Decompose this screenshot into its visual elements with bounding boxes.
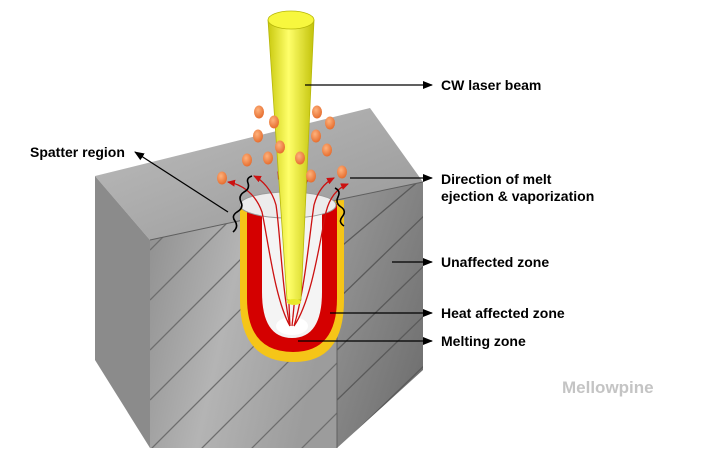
- leader-spatter-region: [134, 151, 229, 213]
- spatter-droplet: [269, 115, 279, 129]
- label-heat-affected-zone: Heat affected zone: [441, 305, 565, 321]
- label-unaffected-zone: Unaffected zone: [441, 254, 549, 270]
- spatter-droplet: [254, 105, 264, 119]
- watermark: Mellowpine: [562, 378, 654, 397]
- spatter-droplet: [325, 116, 335, 130]
- beam-top: [267, 10, 315, 30]
- side-hatching: [337, 182, 423, 448]
- spatter-droplets: [217, 105, 347, 185]
- metal-block: [95, 108, 424, 448]
- leader-lines: [134, 81, 433, 345]
- spatter-droplet: [217, 171, 227, 185]
- label-direction-line1: Direction of melt: [441, 171, 552, 187]
- spatter-region-bracket: [232, 175, 346, 233]
- spatter-droplet: [311, 129, 321, 143]
- block-left-face: [95, 176, 150, 448]
- label-direction-line2: ejection & vaporization: [441, 188, 594, 204]
- spatter-droplet: [337, 165, 347, 179]
- label-melting-zone: Melting zone: [441, 333, 526, 349]
- label-spatter-region: Spatter region: [30, 144, 125, 160]
- spatter-droplet: [322, 143, 332, 157]
- block-side-face: [337, 182, 423, 448]
- label-cw-laser-beam: CW laser beam: [441, 77, 541, 93]
- block-top-face: [95, 108, 423, 240]
- spatter-droplet: [306, 169, 316, 183]
- spatter-droplet: [253, 129, 263, 143]
- laser-beam: [267, 10, 315, 305]
- spatter-droplet: [242, 153, 252, 167]
- spatter-droplet: [295, 151, 305, 165]
- spatter-droplet: [263, 151, 273, 165]
- spatter-droplet: [275, 140, 285, 154]
- spatter-droplet: [312, 105, 322, 119]
